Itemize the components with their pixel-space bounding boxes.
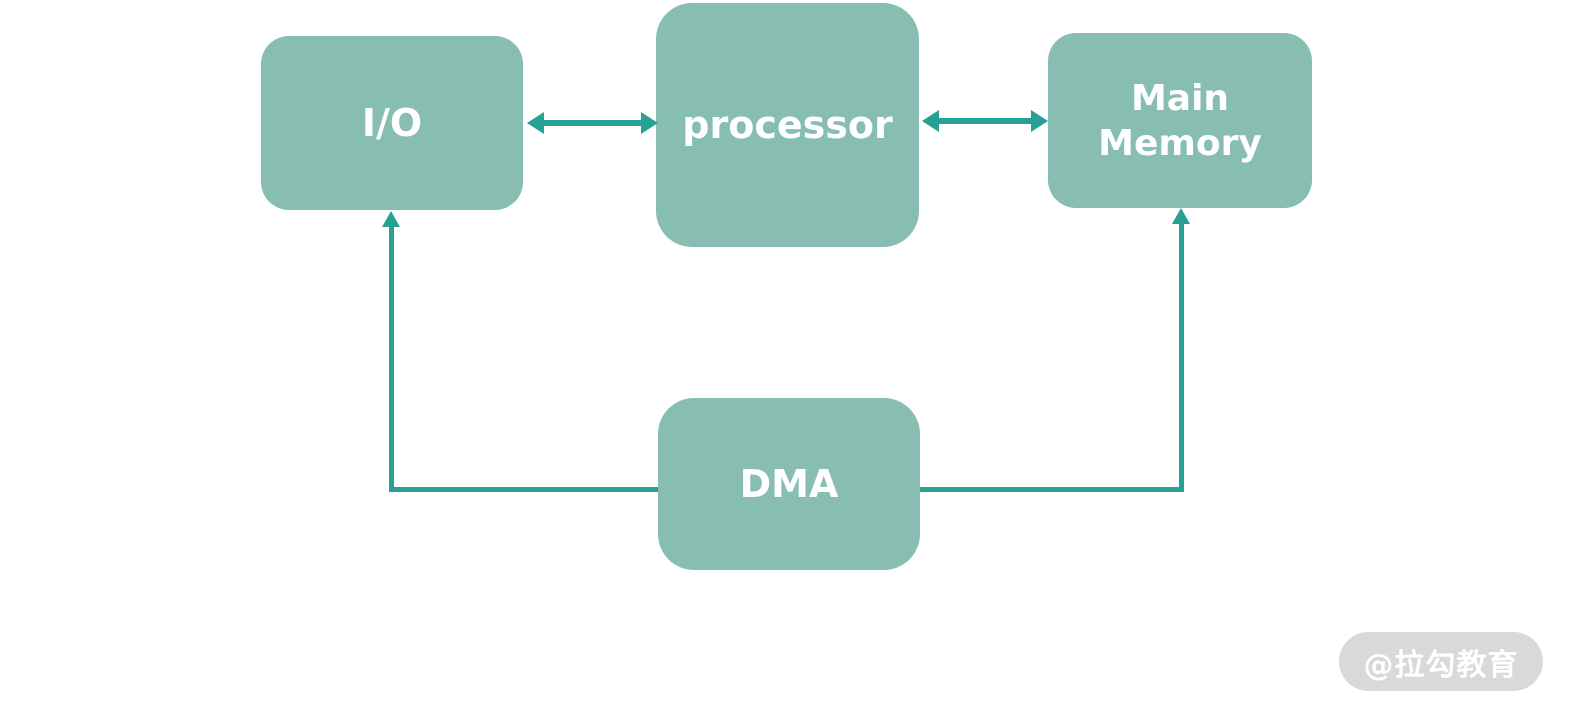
node-processor: processor xyxy=(656,3,919,247)
arrowhead-up-memory-icon xyxy=(1172,208,1190,224)
node-main-memory: Main Memory xyxy=(1048,33,1312,208)
node-main-memory-line1: Main xyxy=(1130,77,1230,119)
arrowhead-right-icon xyxy=(641,112,658,134)
watermark-label: @拉勾教育 xyxy=(1363,647,1519,683)
edge-line xyxy=(935,118,1035,124)
edge-dma-memory-vertical xyxy=(1179,221,1184,492)
node-main-memory-line2: Memory xyxy=(1098,122,1262,164)
edge-dma-io-horizontal xyxy=(389,487,658,492)
edge-processor-memory xyxy=(922,110,1048,132)
node-main-memory-label: Main Memory xyxy=(1098,76,1262,166)
edge-dma-io-vertical xyxy=(389,224,394,492)
node-io-label: I/O xyxy=(361,101,423,145)
watermark-badge: @拉勾教育 xyxy=(1339,632,1543,691)
arrowhead-left-icon xyxy=(922,110,939,132)
edge-dma-memory-horizontal xyxy=(920,487,1184,492)
arrowhead-right-icon xyxy=(1031,110,1048,132)
node-dma-label: DMA xyxy=(739,462,839,506)
arrowhead-up-io-icon xyxy=(382,211,400,227)
edge-line xyxy=(540,120,645,126)
node-dma: DMA xyxy=(658,398,920,570)
node-processor-label: processor xyxy=(682,103,893,147)
arrowhead-left-icon xyxy=(527,112,544,134)
edge-io-processor xyxy=(527,112,658,134)
node-io: I/O xyxy=(261,36,523,210)
